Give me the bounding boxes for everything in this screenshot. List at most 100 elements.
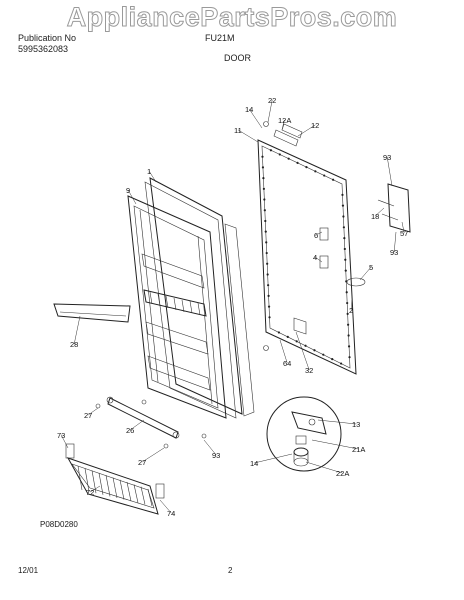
callout-label: 32 bbox=[305, 366, 313, 375]
callout-label: 26 bbox=[126, 426, 134, 435]
outer-door-panel bbox=[257, 121, 411, 375]
rivet-dot bbox=[262, 187, 265, 190]
callout-label: 14 bbox=[245, 105, 253, 114]
callout-label: 18 bbox=[371, 212, 379, 221]
leader-line bbox=[90, 485, 101, 493]
leader-line bbox=[386, 156, 393, 187]
basket-rib bbox=[126, 482, 132, 502]
rivet-dot bbox=[264, 219, 267, 223]
basket-rib bbox=[119, 479, 125, 500]
rivet-dot bbox=[265, 241, 268, 244]
rivet-dot bbox=[313, 349, 316, 352]
leader-line bbox=[148, 170, 157, 183]
rivet-dot bbox=[263, 209, 266, 212]
callout-label: 74 bbox=[167, 509, 175, 518]
callout-label: 21A bbox=[352, 445, 365, 454]
leader-line bbox=[393, 231, 397, 253]
leader-line bbox=[315, 231, 323, 236]
rivet-dot bbox=[295, 340, 298, 343]
callout-label: 73 bbox=[57, 431, 65, 440]
callout-label: 72 bbox=[86, 488, 94, 497]
leader-line bbox=[254, 453, 293, 464]
leader-line bbox=[295, 331, 310, 371]
rivet-dot bbox=[266, 273, 269, 276]
leader-line bbox=[238, 129, 259, 143]
bottom-rail bbox=[95, 396, 207, 449]
callout-label: 1 bbox=[147, 167, 151, 176]
door-liner-assembly bbox=[127, 177, 255, 419]
rivet-dot bbox=[296, 161, 299, 164]
leader-line bbox=[130, 419, 145, 431]
callout-label: 9 bbox=[126, 186, 130, 195]
callout-label: 93 bbox=[383, 153, 391, 162]
rivet-dot bbox=[267, 284, 270, 287]
leader-line bbox=[73, 315, 81, 345]
rivet-dot bbox=[344, 258, 347, 261]
rivet-dot bbox=[332, 178, 335, 181]
basket-rib bbox=[105, 475, 111, 497]
basket-rib bbox=[147, 488, 153, 507]
basket-rib bbox=[140, 486, 146, 505]
callout-label: 93 bbox=[390, 248, 398, 257]
rivet-dot bbox=[314, 170, 317, 173]
callout-label: 12A bbox=[278, 116, 291, 125]
publication-number: 5995362083 bbox=[18, 44, 69, 54]
callout-label: 27 bbox=[138, 458, 146, 467]
hinge-detail-circle bbox=[266, 396, 342, 472]
rivet-dot bbox=[343, 247, 346, 251]
basket-rib bbox=[133, 484, 139, 503]
leader-line bbox=[60, 434, 69, 449]
callout-label: 11 bbox=[234, 126, 242, 135]
shelf-bar bbox=[53, 303, 131, 323]
leader-line bbox=[317, 419, 357, 425]
basket-rib bbox=[84, 468, 90, 492]
rivet-dot bbox=[322, 353, 325, 356]
callout-label: 6 bbox=[314, 231, 318, 240]
rivet-dot bbox=[261, 155, 264, 158]
footer-date: 12/01 bbox=[18, 566, 39, 575]
rivet-dot bbox=[268, 316, 271, 319]
basket-rib bbox=[112, 477, 118, 499]
leader-line bbox=[279, 339, 288, 364]
door-basket bbox=[65, 443, 165, 515]
rivet-dot bbox=[341, 204, 345, 207]
leader-line bbox=[350, 299, 353, 311]
rivet-dot bbox=[305, 166, 308, 169]
callout-label: 22A bbox=[336, 469, 349, 478]
leader-line bbox=[248, 108, 263, 129]
callout-label: 5 bbox=[369, 263, 373, 272]
rivet-dot bbox=[344, 269, 347, 272]
rivet-dot bbox=[265, 251, 268, 255]
rivet-dot bbox=[263, 198, 266, 201]
callout-label: 28 bbox=[70, 340, 78, 349]
rivet-dot bbox=[267, 305, 271, 308]
basket-rib bbox=[98, 472, 104, 495]
leader-line bbox=[311, 439, 359, 450]
callout-leaders bbox=[60, 99, 405, 514]
callout-label: 2 bbox=[349, 306, 353, 315]
rivet-dot bbox=[264, 230, 267, 233]
rivet-dot bbox=[262, 177, 265, 180]
rivet-dot bbox=[287, 157, 290, 160]
callout-label: 64 bbox=[283, 359, 291, 368]
rivet-dot bbox=[278, 153, 281, 156]
rivet-dot bbox=[346, 301, 349, 305]
rivet-dot bbox=[267, 294, 270, 297]
basket-rib bbox=[77, 465, 83, 491]
leader-line bbox=[375, 207, 385, 217]
callout-label: 27 bbox=[84, 411, 92, 420]
rivet-dot bbox=[277, 331, 280, 334]
rivet-dot bbox=[269, 149, 272, 152]
leader-line bbox=[314, 256, 323, 263]
leader-line bbox=[297, 124, 316, 137]
rivet-dot bbox=[304, 344, 307, 347]
leader-line bbox=[401, 221, 405, 234]
callout-label: 93 bbox=[212, 451, 220, 460]
rivet-dot bbox=[341, 193, 344, 196]
leader-line bbox=[127, 189, 137, 205]
rivet-dot bbox=[345, 291, 348, 294]
rivet-dot bbox=[343, 237, 346, 240]
basket-rib bbox=[91, 470, 97, 494]
rivet-dot bbox=[266, 262, 269, 265]
leader-line bbox=[159, 499, 172, 514]
